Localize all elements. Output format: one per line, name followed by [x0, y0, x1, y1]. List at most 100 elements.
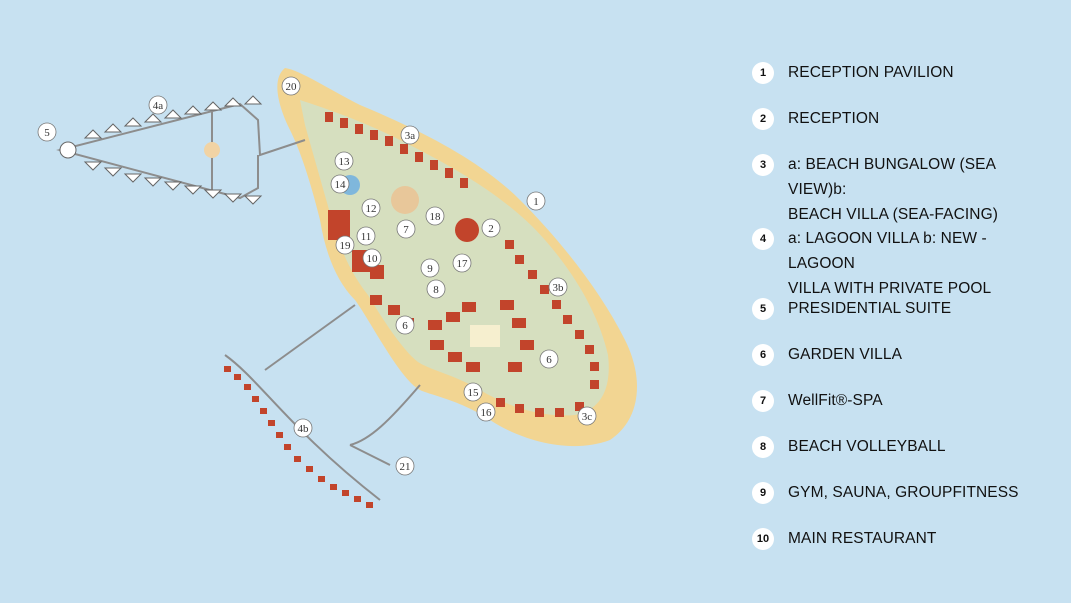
- map-marker-13: 13: [334, 151, 354, 171]
- map-marker-circle: [539, 349, 559, 369]
- walkways: [56, 102, 421, 501]
- legend-item: 9 GYM, SAUNA, GROUPFITNESS: [752, 480, 1019, 505]
- map-marker-circle: [577, 406, 597, 426]
- map-marker-circle: [148, 95, 168, 115]
- map-marker-4a: 4a: [148, 95, 168, 115]
- map-marker-label: 14: [335, 179, 347, 191]
- map-marker-8: 8: [426, 279, 446, 299]
- map-marker-19: 19: [335, 235, 355, 255]
- map-marker-label: 18: [430, 211, 442, 223]
- map-marker-circle: [548, 277, 568, 297]
- map-marker-label: 6: [402, 320, 408, 332]
- map-marker-9: 9: [420, 258, 440, 278]
- map-marker-label: 5: [44, 127, 50, 139]
- legend-label: MAIN RESTAURANT: [788, 530, 937, 547]
- map-marker-6a: 6: [395, 315, 415, 335]
- map-marker-1: 1: [526, 191, 546, 211]
- map-marker-circle: [420, 258, 440, 278]
- lagoon-villas-4b: [224, 366, 373, 508]
- legend-number-badge: 9: [752, 482, 774, 504]
- legend-label: GYM, SAUNA, GROUPFITNESS: [788, 484, 1019, 501]
- map-marker-label: 1: [533, 196, 539, 208]
- map-marker-circle: [526, 191, 546, 211]
- legend-number-badge: 4: [752, 228, 774, 250]
- map-marker-17: 17: [452, 253, 472, 273]
- map-marker-10: 10: [362, 248, 382, 268]
- legend-label: RECEPTION PAVILION: [788, 64, 954, 81]
- map-marker-label: 10: [367, 253, 379, 265]
- map-marker-12: 12: [361, 198, 381, 218]
- reception-icon: [455, 218, 479, 242]
- map-marker-15: 15: [463, 382, 483, 402]
- map-marker-4b: 4b: [293, 418, 313, 438]
- map-marker-5: 5: [37, 122, 57, 142]
- legend-number-badge: 6: [752, 344, 774, 366]
- map-marker-circle: [356, 226, 376, 246]
- map-marker-label: 21: [400, 461, 411, 473]
- map-marker-circle: [476, 402, 496, 422]
- legend-label: a: LAGOON VILLA b: NEW - LAGOON: [788, 230, 987, 272]
- map-marker-21: 21: [395, 456, 415, 476]
- map-marker-circle: [481, 218, 501, 238]
- map-marker-14: 14: [330, 174, 350, 194]
- legend-label: RECEPTION: [788, 110, 880, 127]
- legend-label: VILLA WITH PRIVATE POOL: [788, 280, 992, 297]
- map-marker-label: 15: [468, 387, 480, 399]
- map-marker-label: 3b: [553, 282, 565, 294]
- map-marker-label: 7: [403, 224, 409, 236]
- map-marker-label: 3a: [405, 130, 416, 142]
- map-marker-circle: [281, 76, 301, 96]
- map-marker-label: 12: [366, 203, 377, 215]
- legend-number-badge: 7: [752, 390, 774, 412]
- legend-number-badge: 1: [752, 62, 774, 84]
- map-marker-7: 7: [396, 219, 416, 239]
- map-marker-label: 8: [433, 284, 439, 296]
- map-marker-circle: [426, 279, 446, 299]
- map-marker-label: 6: [546, 354, 552, 366]
- map-marker-label: 16: [481, 407, 493, 419]
- map-marker-16: 16: [476, 402, 496, 422]
- map-marker-3c: 3c: [577, 406, 597, 426]
- legend-label: a: BEACH BUNGALOW (SEA VIEW)b:: [788, 156, 996, 198]
- map-marker-circle: [425, 206, 445, 226]
- map-marker-label: 20: [286, 81, 298, 93]
- map-marker-circle: [400, 125, 420, 145]
- beach-villas-3b-3c: [496, 240, 599, 417]
- central-courtyard: [470, 325, 500, 347]
- map-marker-circle: [334, 151, 354, 171]
- legend-item: 10 MAIN RESTAURANT: [752, 526, 936, 551]
- presidential-suite-icon: [59, 141, 77, 159]
- spa-area-icon: [391, 186, 419, 214]
- map-marker-circle: [37, 122, 57, 142]
- legend-number-badge: 5: [752, 298, 774, 320]
- map-marker-circle: [452, 253, 472, 273]
- map-marker-label: 3c: [582, 411, 593, 423]
- lagoon-villas-4a: [83, 95, 263, 205]
- legend-label: BEACH VOLLEYBALL: [788, 438, 946, 455]
- map-marker-2: 2: [481, 218, 501, 238]
- map-marker-label: 17: [457, 258, 469, 270]
- map-marker-label: 13: [339, 156, 351, 168]
- map-marker-18: 18: [425, 206, 445, 226]
- map-marker-3b: 3b: [548, 277, 568, 297]
- map-marker-6b: 6: [539, 349, 559, 369]
- map-marker-circle: [395, 315, 415, 335]
- map-marker-label: 2: [488, 223, 494, 235]
- map-marker-circle: [395, 456, 415, 476]
- map-marker-label: 9: [427, 263, 433, 275]
- map-marker-11: 11: [356, 226, 376, 246]
- legend-item: 1 RECEPTION PAVILION: [752, 60, 954, 85]
- resort-map: 123b3a3c4a4b5667891011121314151617181920…: [37, 68, 637, 508]
- map-marker-circle: [396, 219, 416, 239]
- beach-bungalows-3a: [325, 112, 468, 188]
- legend-label: PRESIDENTIAL SUITE: [788, 300, 952, 317]
- legend-number-badge: 10: [752, 528, 774, 550]
- map-marker-3a: 3a: [400, 125, 420, 145]
- map-marker-circle: [361, 198, 381, 218]
- map-marker-circle: [335, 235, 355, 255]
- map-marker-circle: [362, 248, 382, 268]
